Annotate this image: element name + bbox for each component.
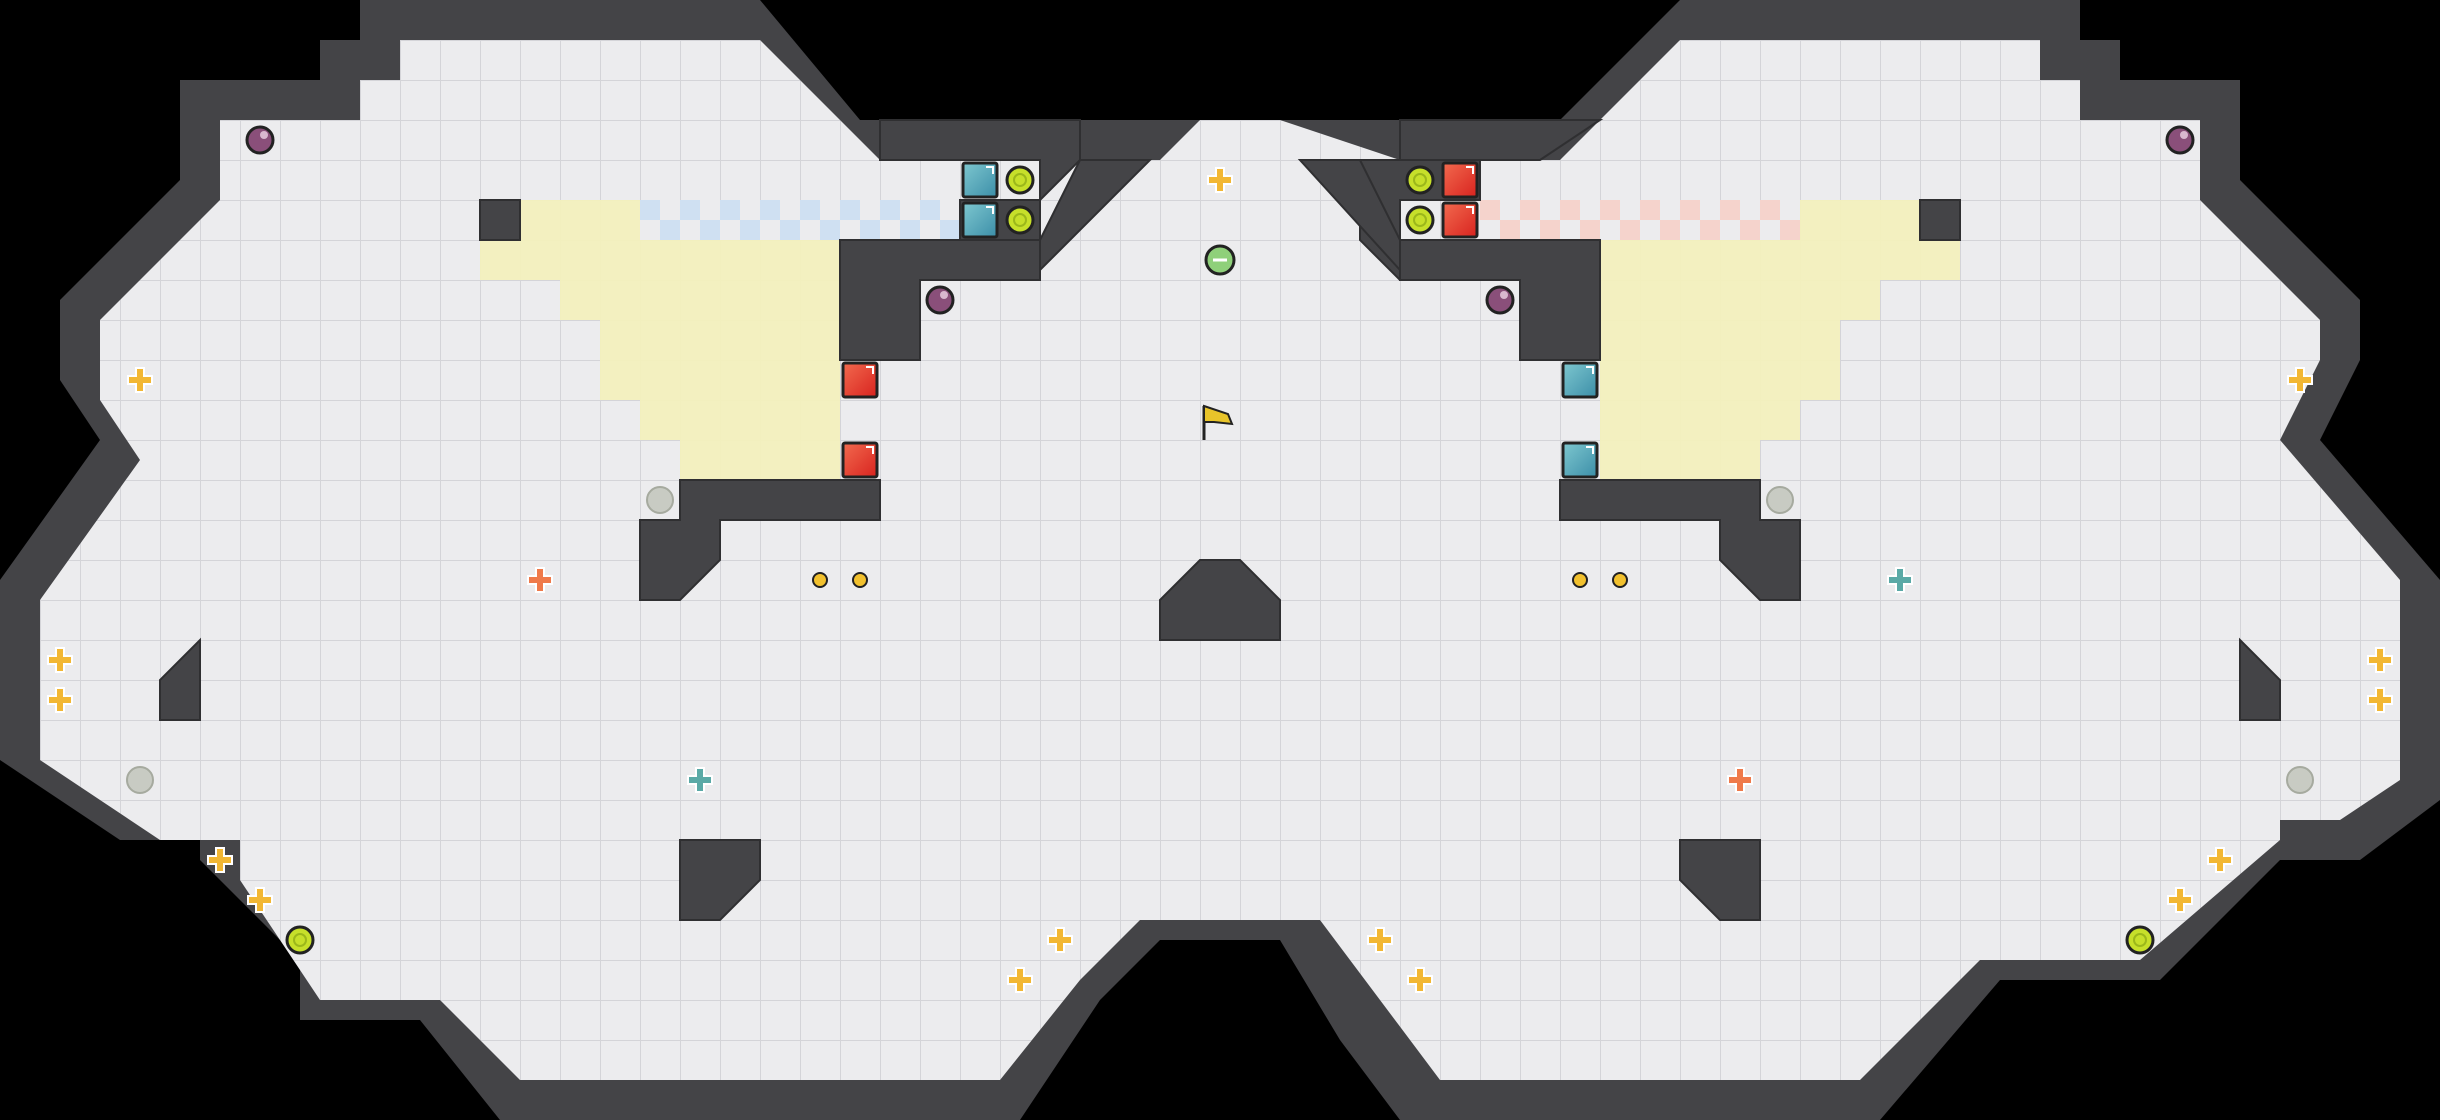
grey-orb-icon[interactable] xyxy=(1766,486,1794,514)
red-block-icon[interactable] xyxy=(1441,201,1479,239)
coin-icon[interactable] xyxy=(1572,572,1588,588)
coin-icon[interactable] xyxy=(1612,572,1628,588)
grey-orb-icon[interactable] xyxy=(2286,766,2314,794)
grey-orb-icon[interactable] xyxy=(126,766,154,794)
lime-orb-icon[interactable] xyxy=(1405,165,1435,195)
potion-icon[interactable] xyxy=(1485,285,1515,315)
red-checker xyxy=(1480,200,1800,240)
player-orb[interactable] xyxy=(1204,244,1236,276)
coin-icon[interactable] xyxy=(852,572,868,588)
grey-orb-icon[interactable] xyxy=(646,486,674,514)
lime-orb-icon[interactable] xyxy=(1005,205,1035,235)
coins xyxy=(812,572,1628,588)
lime-orb-icon[interactable] xyxy=(285,925,315,955)
red-block-icon[interactable] xyxy=(1441,161,1479,199)
blue-block-icon[interactable] xyxy=(1561,361,1599,399)
zone-left xyxy=(480,200,840,480)
lime-orb-icon[interactable] xyxy=(1005,165,1035,195)
zone-right xyxy=(1600,200,1960,480)
red-block-icon[interactable] xyxy=(841,441,879,479)
blue-block-icon[interactable] xyxy=(961,161,999,199)
blue-block-icon[interactable] xyxy=(961,201,999,239)
coin-icon[interactable] xyxy=(812,572,828,588)
potion-icon[interactable] xyxy=(245,125,275,155)
inner-walls xyxy=(159,119,2281,921)
potion-icon[interactable] xyxy=(925,285,955,315)
blue-block-icon[interactable] xyxy=(1561,441,1599,479)
red-block-icon[interactable] xyxy=(841,361,879,399)
blue-checker xyxy=(640,200,960,240)
flag-icon[interactable] xyxy=(1202,404,1234,440)
lime-orb-icon[interactable] xyxy=(2125,925,2155,955)
lime-orb-icon[interactable] xyxy=(1405,205,1435,235)
potion-icon[interactable] xyxy=(2165,125,2195,155)
